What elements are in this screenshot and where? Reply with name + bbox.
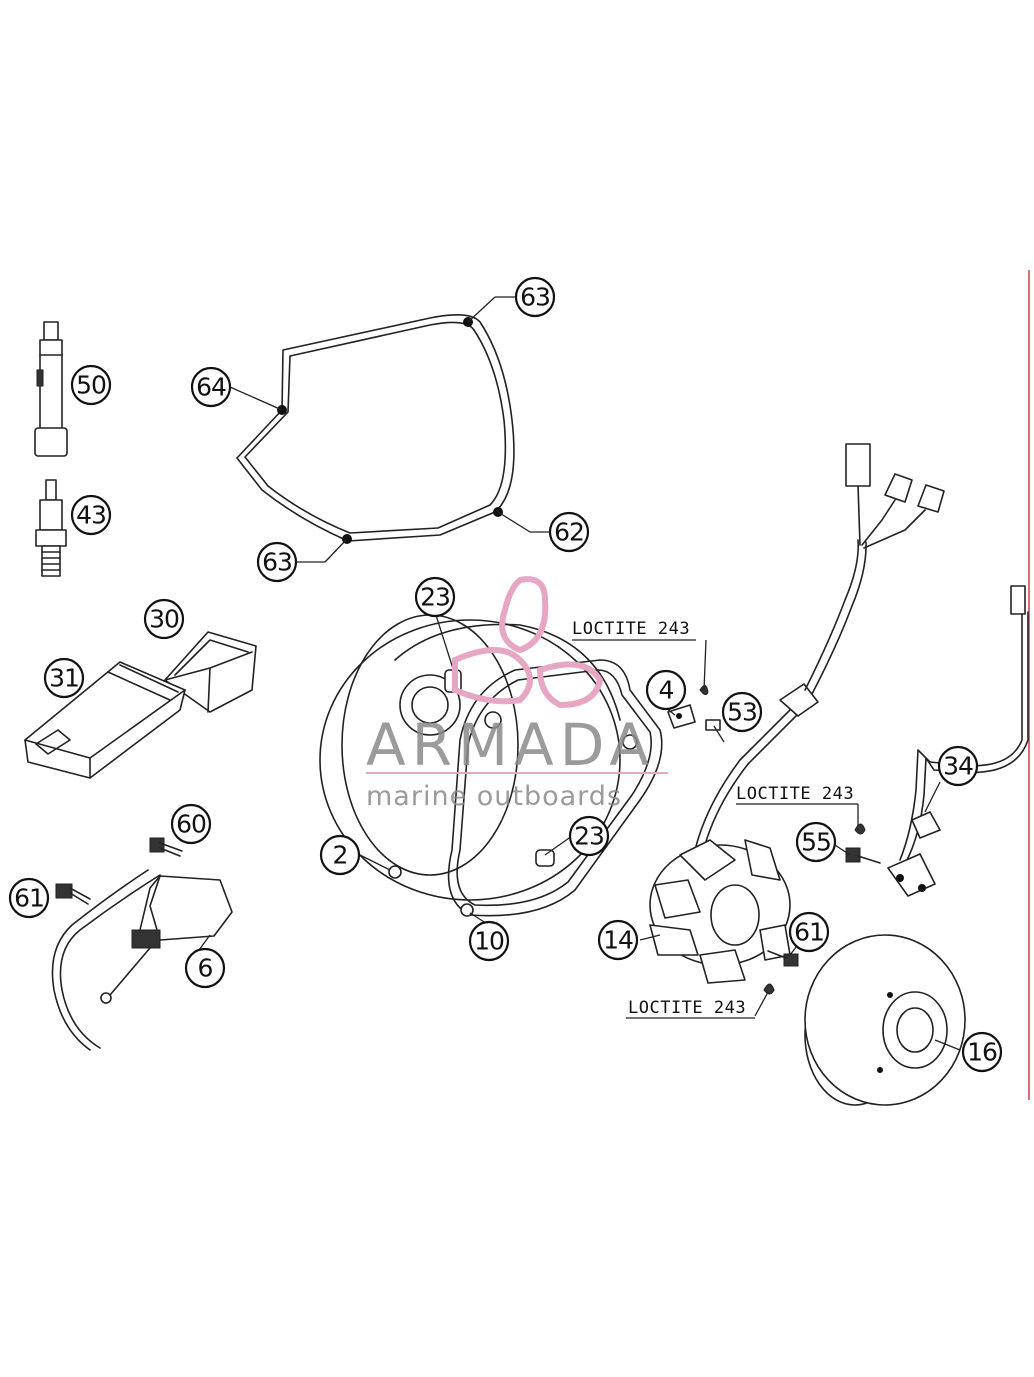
callout-10: 10	[468, 920, 510, 962]
svg-text:61: 61	[14, 884, 44, 913]
cdi-rubber-holder	[164, 631, 257, 713]
ignition-cover	[319, 614, 621, 901]
loctite-note-2: LOCTITE 243	[736, 784, 858, 805]
svg-text:55: 55	[801, 828, 831, 857]
callout-53: 53	[721, 691, 763, 733]
svg-text:14: 14	[603, 926, 633, 955]
callout-61-right: 61	[788, 911, 830, 953]
svg-text:6: 6	[198, 954, 213, 983]
screw-53	[699, 685, 721, 731]
callout-6: 6	[184, 947, 226, 989]
callout-2: 2	[319, 834, 361, 876]
spark-plug-connector	[34, 321, 68, 457]
dowel-sleeve-lower	[535, 849, 555, 867]
callout-60: 60	[170, 803, 212, 845]
watermark-title: ARMADA	[366, 711, 655, 779]
svg-text:50: 50	[76, 371, 106, 400]
svg-text:16: 16	[967, 1038, 997, 1067]
armada-logo	[452, 576, 604, 709]
watermark-subtitle: marine outboards	[366, 781, 622, 812]
bolt-61-left	[55, 883, 91, 905]
callout-31: 31	[43, 657, 85, 699]
svg-text:64: 64	[196, 373, 226, 402]
stator-wiring-harness	[689, 443, 945, 883]
callout-62: 62	[548, 511, 590, 553]
cdi-unit	[24, 661, 186, 779]
callout-30: 30	[143, 598, 185, 640]
cable-clamp	[667, 704, 696, 729]
cover-gasket-10	[447, 659, 663, 917]
callout-61-left: 61	[8, 877, 50, 919]
svg-text:4: 4	[659, 676, 674, 705]
loctite-label-2: LOCTITE 243	[736, 784, 854, 804]
svg-text:23: 23	[574, 822, 604, 851]
callout-16: 16	[961, 1031, 1003, 1073]
callout-14: 14	[597, 919, 639, 961]
svg-text:43: 43	[76, 501, 106, 530]
cover-gasket	[236, 314, 515, 544]
callout-55: 55	[795, 821, 837, 863]
svg-text:62: 62	[554, 518, 584, 547]
loctite-note-1: LOCTITE 243	[572, 619, 696, 641]
callout-4: 4	[645, 669, 687, 711]
callout-23-top: 23	[414, 576, 456, 618]
svg-text:34: 34	[943, 752, 973, 781]
ignition-coil	[51, 869, 233, 1051]
svg-text:23: 23	[420, 583, 450, 612]
stator	[649, 839, 791, 984]
callout-64: 64	[190, 366, 232, 408]
spark-plug	[35, 479, 67, 577]
svg-text:53: 53	[727, 698, 757, 727]
svg-text:31: 31	[49, 664, 79, 693]
svg-text:60: 60	[176, 810, 206, 839]
svg-text:10: 10	[474, 927, 504, 956]
bolt-61-right	[763, 950, 799, 995]
callout-63-bottom: 63	[256, 541, 298, 583]
svg-text:61: 61	[794, 918, 824, 947]
callout-63-top: 63	[514, 276, 556, 318]
svg-text:63: 63	[262, 548, 292, 577]
loctite-label-1: LOCTITE 243	[572, 619, 690, 639]
screw-55	[845, 847, 881, 864]
callout-34: 34	[937, 745, 979, 787]
bolt-60	[149, 837, 183, 857]
svg-text:2: 2	[333, 841, 348, 870]
callout-50: 50	[70, 364, 112, 406]
svg-text:63: 63	[520, 283, 550, 312]
flywheel-rotor	[804, 934, 966, 1106]
loctite-note-3: LOCTITE 243	[626, 998, 755, 1019]
armada-watermark: ARMADA marine outboards	[366, 576, 668, 812]
callout-43: 43	[70, 494, 112, 536]
svg-text:30: 30	[149, 605, 179, 634]
callout-23-bottom: 23	[568, 815, 610, 857]
pickup-sensor	[854, 585, 1029, 897]
loctite-label-3: LOCTITE 243	[628, 998, 746, 1018]
